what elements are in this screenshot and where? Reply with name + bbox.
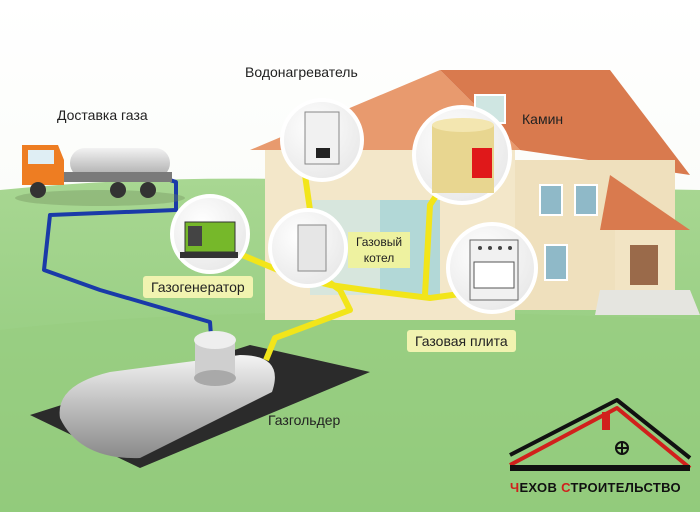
gas-boiler-bubble: [268, 208, 348, 288]
water-heater-bubble: [280, 98, 364, 182]
fireplace-label: Камин: [522, 111, 564, 127]
gas-delivery-label: Доставка газа: [57, 107, 148, 123]
company-logo-roof: [509, 398, 692, 471]
gas-stove-bubble: [446, 222, 538, 314]
gas-holder-tank: [59, 331, 275, 459]
gas-stove-label: Газовая плита: [407, 330, 516, 352]
logo-part-1: ЕХОВ: [519, 480, 562, 495]
blue-pipe: [42, 178, 214, 351]
gas-holder-label: Газгольдер: [268, 412, 341, 428]
gas-truck: [15, 145, 185, 206]
logo-letter-2: С: [561, 480, 571, 495]
logo-part-2: ТРОИТЕЛЬСТВО: [570, 480, 681, 495]
water-heater-label: Водонагреватель: [245, 64, 358, 80]
company-logo-text: ЧЕХОВ СТРОИТЕЛЬСТВО: [510, 480, 681, 495]
logo-letter-1: Ч: [510, 480, 520, 495]
gas-generator-label: Газогенератор: [143, 276, 253, 298]
gas-boiler-label-line1: Газовый: [355, 235, 403, 249]
gas-generator-bubble: [170, 194, 250, 274]
gas-boiler-label-line2: котел: [363, 251, 395, 265]
gas-boiler-label: Газовый котел: [348, 232, 410, 268]
lawn-shade: [0, 312, 700, 512]
fireplace-bubble: [412, 105, 512, 205]
